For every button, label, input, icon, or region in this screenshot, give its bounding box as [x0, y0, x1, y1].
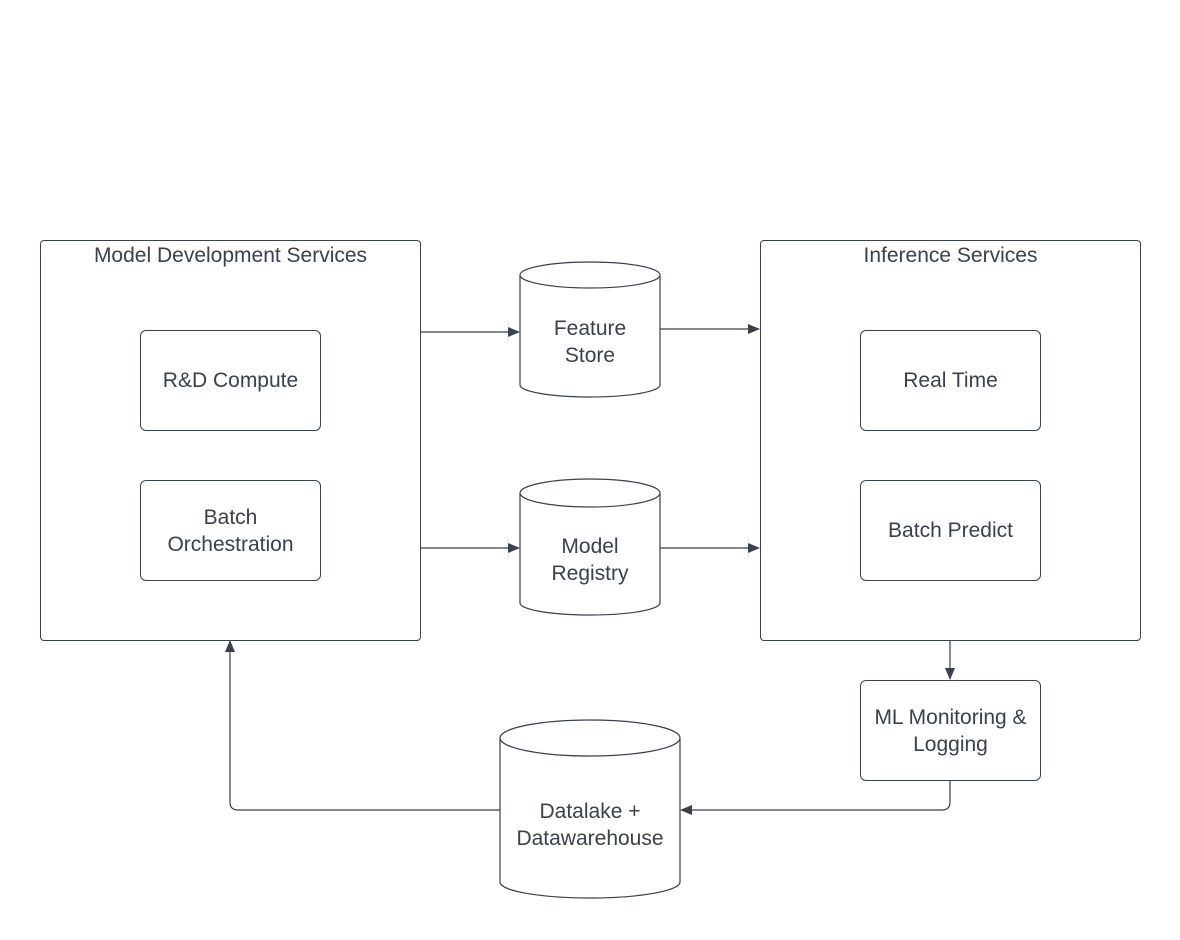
- real-time-label: Real Time: [903, 369, 998, 392]
- rd-compute-box[interactable]: R&D Compute: [140, 330, 321, 431]
- batch-orchestration-box[interactable]: Batch Orchestration: [140, 480, 321, 581]
- ml-monitoring-box[interactable]: ML Monitoring & Logging: [860, 680, 1041, 781]
- model-registry-cylinder[interactable]: [519, 478, 661, 616]
- inference-services-title: Inference Services: [863, 244, 1038, 267]
- batch-orchestration-label: Batch Orchestration: [167, 505, 294, 556]
- datalake-cylinder[interactable]: [499, 719, 681, 899]
- batch-predict-label: Batch Predict: [888, 519, 1013, 542]
- real-time-box[interactable]: Real Time: [860, 330, 1041, 431]
- feature-store-label: Feature Store: [553, 317, 627, 367]
- model-registry-label: Model Registry: [551, 535, 629, 585]
- arrow-monitoring-to-datalake: [680, 780, 951, 815]
- batch-predict-box[interactable]: Batch Predict: [860, 480, 1041, 581]
- rd-compute-label: R&D Compute: [162, 369, 299, 392]
- ml-monitoring-label: ML Monitoring & Logging: [874, 705, 1027, 756]
- datalake-label: Datalake + Datawarehouse: [516, 800, 664, 850]
- feature-store-cylinder[interactable]: [519, 261, 661, 398]
- arrow-datalake-to-model-dev: [225, 640, 500, 811]
- model-development-services-title: Model Development Services: [93, 244, 368, 267]
- model-development-services-container[interactable]: Model Development Services: [40, 240, 421, 641]
